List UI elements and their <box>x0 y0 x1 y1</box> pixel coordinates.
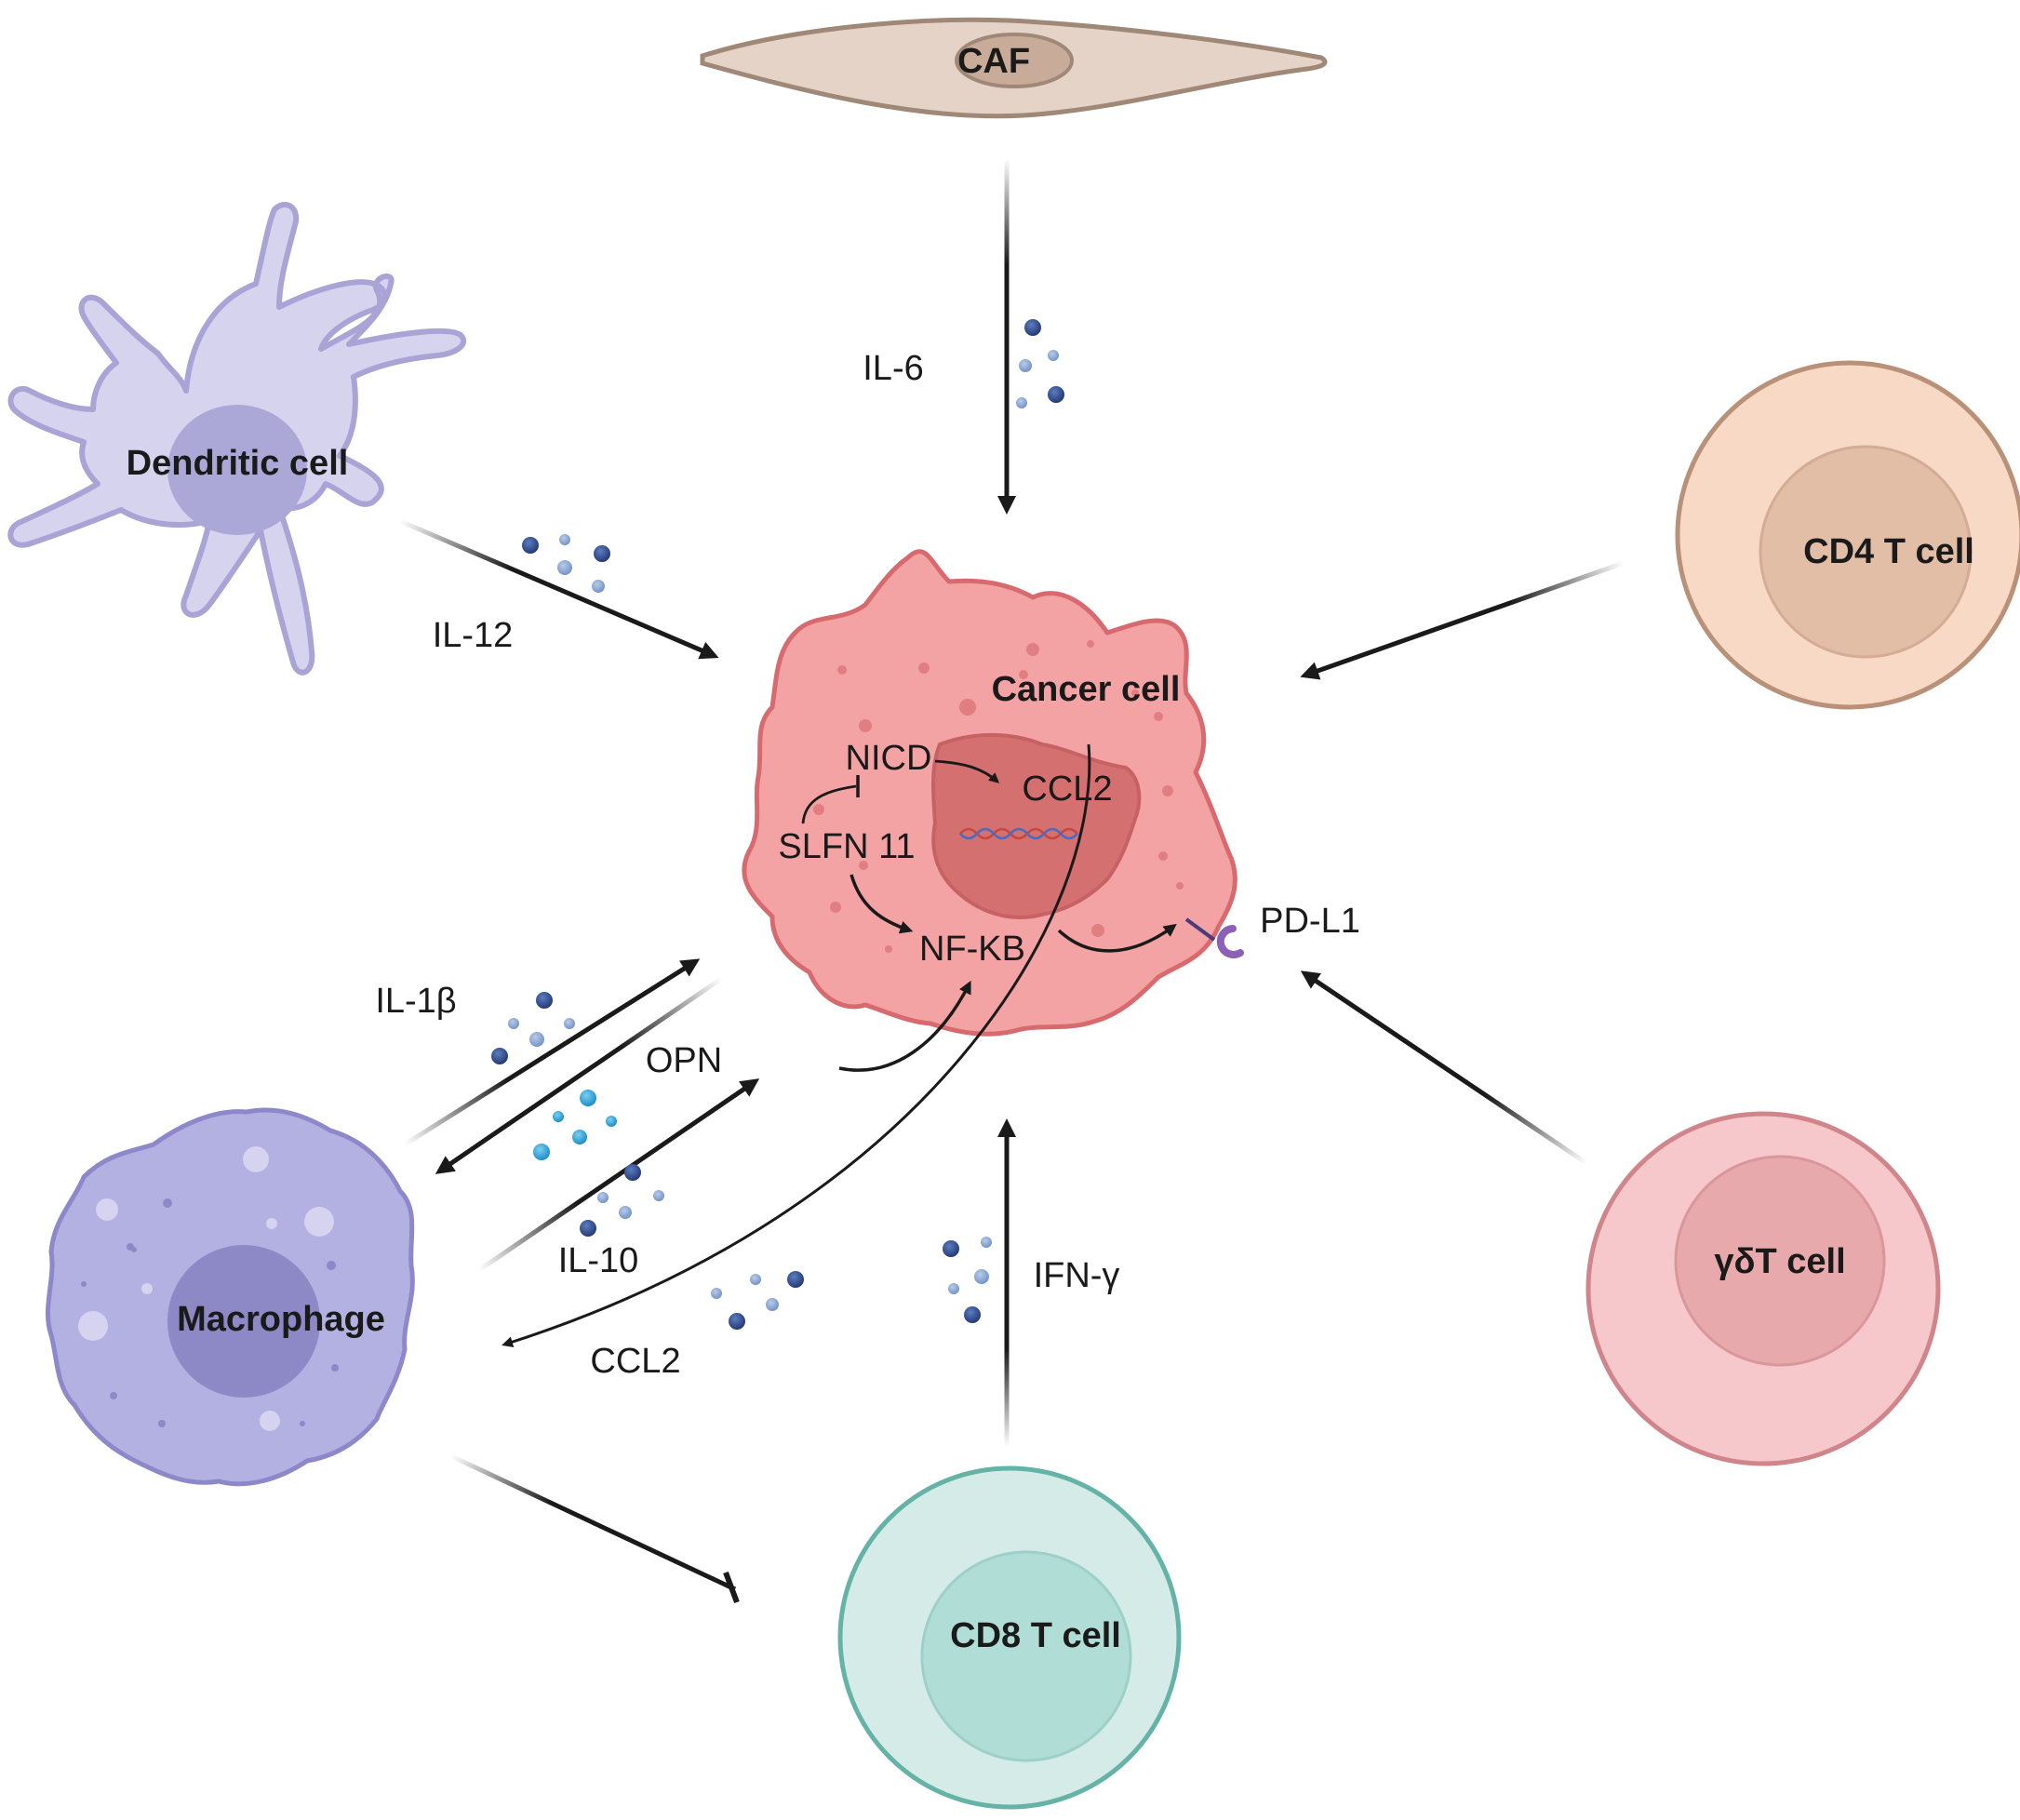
dendritic-cell: Dendritic cell <box>7 201 467 676</box>
dc-il12-arrow <box>399 518 719 660</box>
slfn11-inhibits-nicd <box>801 784 857 824</box>
gd-nucleus <box>1674 1155 1886 1367</box>
cd8-label: CD8 T cell <box>950 1616 1121 1655</box>
ccl2-internal-label: CCL2 <box>1022 769 1112 809</box>
cytokine-il6 <box>1016 319 1064 408</box>
il6-label: IL-6 <box>863 349 923 388</box>
dna-helix-icon <box>959 827 1078 840</box>
cytokine-il12 <box>522 534 610 593</box>
cd8-nucleus <box>920 1550 1132 1762</box>
cd4-t-cell: CD4 T cell <box>1675 360 2020 710</box>
ccl2-secretion-curve <box>502 743 1091 1347</box>
cytokine-il10 <box>580 1164 664 1237</box>
macrophage-cell: Macrophage <box>46 1107 415 1487</box>
cytokine-opn <box>533 1090 617 1160</box>
caf-cell: CAF <box>700 17 1328 119</box>
cancer-label: Cancer cell <box>992 670 1181 709</box>
macrophage-inhibit-cd8-line <box>449 1453 737 1592</box>
nfkb-label: NF-KB <box>919 930 1025 969</box>
cd4-label: CD4 T cell <box>1803 532 1974 571</box>
pdl1-label: PD-L1 <box>1260 902 1360 941</box>
cytokine-ifng <box>943 1237 992 1323</box>
dendritic-label: Dendritic cell <box>127 444 349 483</box>
nicd-label: NICD <box>846 739 932 778</box>
gd-label: γδT cell <box>1714 1242 1845 1281</box>
gamma-delta-t-cell: γδT cell <box>1585 1111 1941 1466</box>
caf-nucleus <box>955 33 1074 88</box>
pdl1-receptor-icon <box>1216 925 1244 958</box>
cd8-t-cell: CD8 T cell <box>837 1465 1182 1810</box>
intracellular-pathways <box>502 743 1177 1347</box>
nicd-to-ccl2-arrow <box>934 759 1000 783</box>
macrophage-label: Macrophage <box>177 1300 385 1339</box>
dendritic-nucleus <box>167 405 307 535</box>
il12-label: IL-12 <box>433 616 514 655</box>
cytokine-il1b <box>491 992 575 1064</box>
cancer-opn-arrow <box>435 976 723 1174</box>
gd-arrow <box>1300 970 1588 1166</box>
ifng-label: IFN-γ <box>1034 1256 1120 1295</box>
pdl1-receptor: PD-L1 <box>1184 902 1360 958</box>
macrophage-granules <box>81 1198 339 1427</box>
macrophage-il1b-arrow <box>403 958 701 1147</box>
slfn11-to-nfkb-arrow <box>849 874 914 934</box>
cytokine-ccl2 <box>711 1271 804 1330</box>
intercellular-arrows <box>399 158 1625 1604</box>
macrophage-vesicles <box>78 1146 334 1431</box>
cancer-cell: Cancer cell NICD CCL2 SLFN 11 NF-KB <box>742 549 1237 1037</box>
macrophage-nucleus <box>167 1245 320 1398</box>
cancer-granules <box>813 640 1184 953</box>
opn-label: OPN <box>646 1041 722 1080</box>
signal-labels: IL-6 IL-12 IL-1β OPN IL-10 CCL2 IFN-γ <box>375 349 1119 1381</box>
cd4-nucleus <box>1759 445 1973 659</box>
slfn11-label: SLFN 11 <box>778 827 915 866</box>
nfkb-to-pdl1-arrow <box>1057 923 1177 953</box>
cd4-arrow <box>1300 560 1625 680</box>
caf-label: CAF <box>957 42 1030 81</box>
il10-label: IL-10 <box>558 1241 639 1280</box>
inhibit-bar-cd8 <box>723 1571 740 1604</box>
ccl2-secreted-label: CCL2 <box>590 1342 680 1381</box>
macrophage-il10-arrow <box>477 1078 760 1273</box>
opn-to-nfkb-arrow <box>838 980 971 1072</box>
pdl1-stalk <box>1184 917 1216 942</box>
il1b-label: IL-1β <box>375 982 456 1021</box>
